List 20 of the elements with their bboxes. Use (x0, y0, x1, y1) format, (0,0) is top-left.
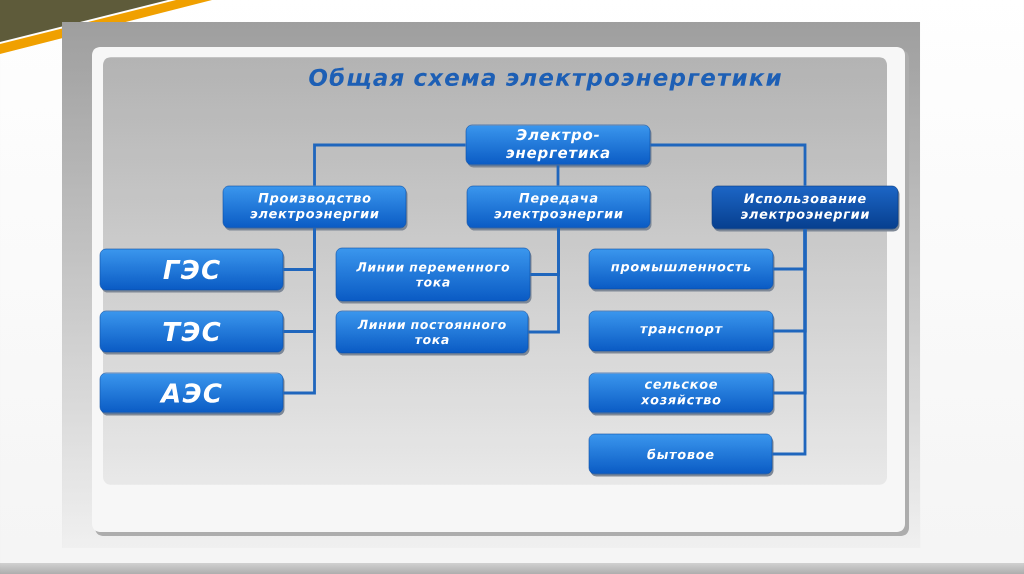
category-box: Передача электроэнергии (466, 185, 652, 231)
category-box: Использование электроэнергии (711, 185, 900, 232)
item-box: АЭС (99, 372, 285, 416)
item-box: промышленность (588, 248, 775, 292)
item-box: ТЭС (99, 310, 285, 355)
item-box: Линии переменного тока (335, 247, 532, 304)
item-box: бытовое (588, 433, 774, 477)
item-box: транспорт (588, 310, 775, 354)
item-box: сельское хозяйство (588, 372, 775, 416)
connector-line (313, 143, 466, 186)
item-box: ГЭС (99, 248, 285, 293)
connector-line (283, 228, 316, 395)
connector-line (650, 143, 807, 186)
root-box: Электро- энергетика (465, 124, 652, 168)
connector-line (772, 229, 807, 456)
title: Общая схема электроэнергетики (309, 67, 781, 91)
item-box: Линии постоянного тока (335, 310, 530, 356)
category-box: Производство электроэнергии (222, 185, 408, 231)
connector-line (528, 228, 560, 334)
connector-line (556, 165, 560, 186)
